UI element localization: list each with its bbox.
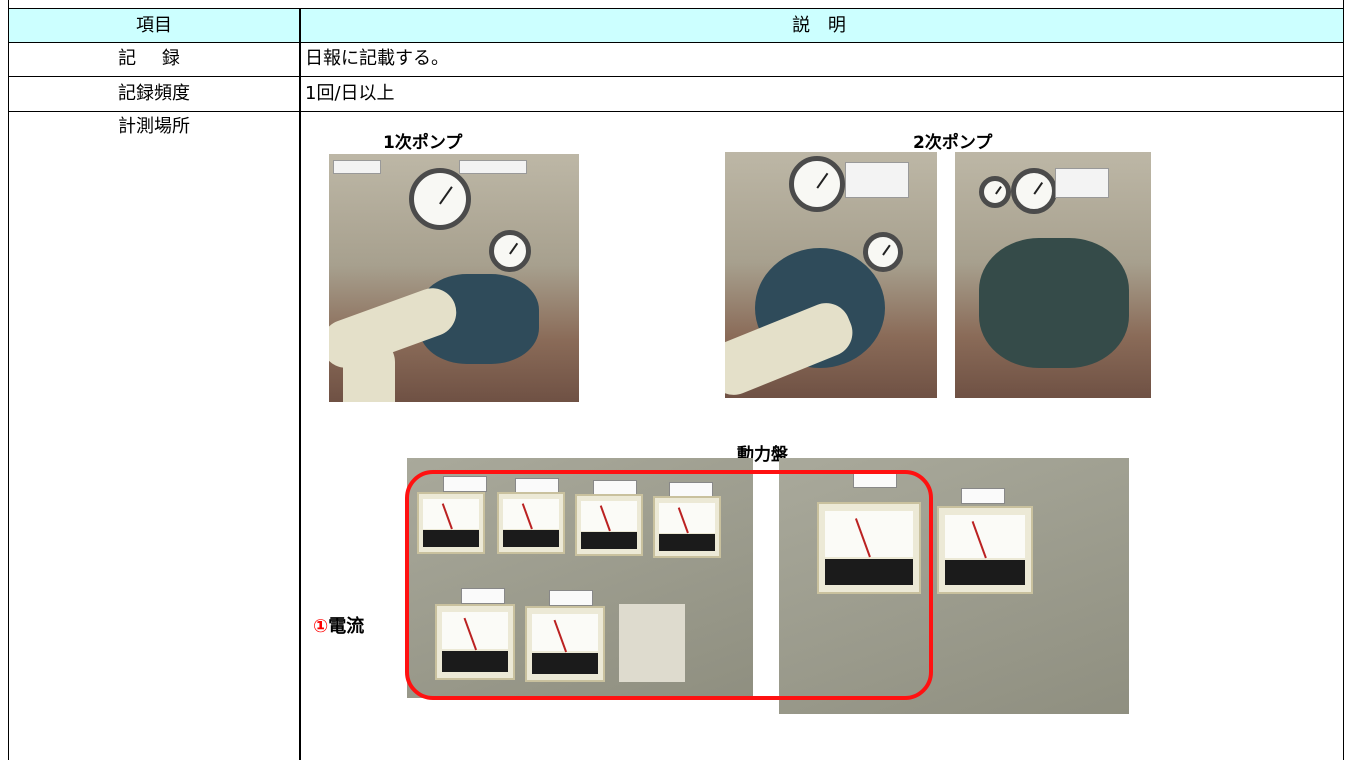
current-marker: ① <box>313 616 329 637</box>
ammeter-icon <box>653 496 721 558</box>
header-item: 項目 <box>9 9 301 42</box>
table-header-row: 項目 説 明 <box>9 8 1343 43</box>
ammeter-icon <box>937 506 1033 594</box>
pressure-gauge-icon <box>489 230 531 272</box>
row-item-location: 計測場所 <box>9 112 301 760</box>
specification-table: 項目 説 明 記 録 日報に記載する。 記録頻度 1回/日以上 計測場所 1次ポ… <box>8 0 1344 760</box>
current-highlight-box <box>405 470 933 700</box>
row-description-frequency: 1回/日以上 <box>305 83 395 104</box>
ammeter-icon <box>575 494 643 556</box>
secondary-pump-photo-2 <box>955 152 1151 398</box>
table-row: 記録頻度 1回/日以上 <box>9 77 1343 112</box>
ammeter-icon <box>817 502 921 594</box>
location-figures: 1次ポンプ 2次ポンプ <box>301 112 1343 760</box>
row-item-record: 記 録 <box>9 42 301 76</box>
table-row: 計測場所 1次ポンプ 2次ポンプ <box>9 112 1343 760</box>
header-description: 説 明 <box>792 15 852 36</box>
ammeter-icon <box>525 606 605 682</box>
pressure-gauge-icon <box>979 176 1011 208</box>
pressure-gauge-icon <box>789 156 845 212</box>
table-row: 記 録 日報に記載する。 <box>9 42 1343 77</box>
ammeter-icon <box>417 492 485 554</box>
current-annotation: ①電流 <box>313 612 364 638</box>
secondary-pump-photo-1 <box>725 152 937 398</box>
primary-pump-caption: 1次ポンプ <box>383 133 463 153</box>
ammeter-icon <box>435 604 515 680</box>
power-panel-photo-1 <box>407 458 753 698</box>
row-description-record: 日報に記載する。 <box>305 48 449 69</box>
pressure-gauge-icon <box>863 232 903 272</box>
pressure-gauge-icon <box>1011 168 1057 214</box>
ammeter-icon <box>497 492 565 554</box>
pressure-gauge-icon <box>409 168 471 230</box>
current-label: 電流 <box>328 616 365 637</box>
row-item-frequency: 記録頻度 <box>9 77 301 111</box>
power-panel-photo-2 <box>779 458 1129 714</box>
secondary-pump-caption: 2次ポンプ <box>913 133 993 153</box>
primary-pump-photo <box>329 154 579 402</box>
